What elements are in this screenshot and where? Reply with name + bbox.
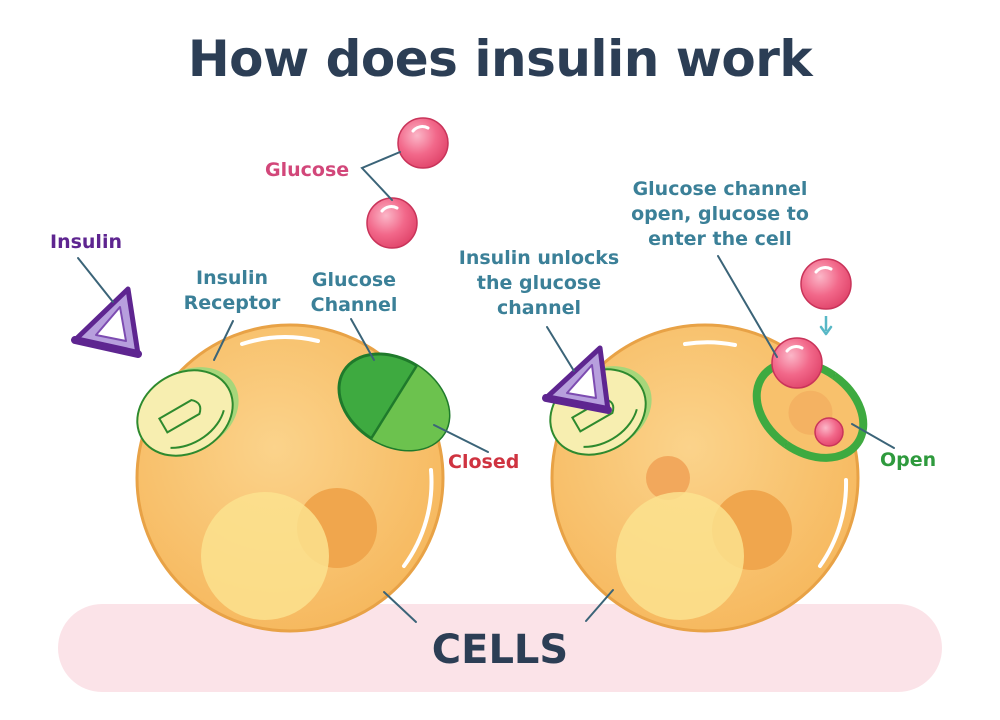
glucose-icon [397,117,449,169]
insulin-unlocks-label: Insulin unlocks the glucose channel [446,246,632,321]
insulin-receptor-label-line: Receptor [183,292,281,314]
insulin-icon [71,286,142,358]
right-cell-small-vesicle [646,456,690,500]
insulin-receptor-label: Insulin Receptor [172,266,292,316]
glucose-molecules-right [771,258,852,389]
insulin-unlocks-label-line: channel [496,297,582,319]
unlocks-leader [546,326,575,372]
leader-lines [77,151,895,623]
cells-leader-right [585,589,614,622]
glucose-icon [800,258,852,310]
channel-open-label-line: enter the cell [648,228,792,250]
glucose-channel-label: Glucose Channel [298,268,410,318]
closed-label: Closed [448,451,520,473]
open-leader [851,423,895,449]
right-cell-highlight-top [683,340,737,347]
channel-leader [350,318,375,361]
glucose-leader [360,151,401,201]
closed-leader [433,424,489,453]
down-arrow-icon [819,316,833,336]
glucose-molecules-top [366,117,449,249]
left-cell-highlight-top [240,335,320,346]
insulin-leader [77,257,114,303]
open-label: Open [880,449,937,471]
insulin-bound-icon [542,345,612,414]
left-cell-highlight-right [402,468,434,568]
glucose-icon [771,337,823,389]
right-cell-highlight-right [818,478,849,568]
glucose-icon [366,197,418,249]
glucose-channel-label-line: Channel [310,294,398,316]
glucose-entering-icon [814,417,844,447]
insulin-receptor-label-line: Insulin [196,267,268,289]
right-cell-vacuole [616,492,744,620]
receptor-leader [213,320,234,361]
cells-label: CELLS [431,627,569,673]
cells-leader-left [383,591,417,623]
channel-open-label: Glucose channel open, glucose to enter t… [614,177,826,252]
channel-open-label-line: Glucose channel [632,178,808,200]
glucose-label: Glucose [265,159,350,181]
insulin-label: Insulin [50,231,122,253]
insulin-receptor-icon [136,367,239,457]
left-cell-vacuole [201,492,329,620]
open-channel-leader [717,255,778,358]
glucose-channel-label-line: Glucose [311,269,397,291]
insulin-unlocks-label-line: Insulin unlocks [458,247,620,269]
glucose-channel-closed-icon [337,352,451,452]
insulin-unlocks-label-line: the glucose [476,272,602,294]
page-title: How does insulin work [187,30,813,88]
channel-open-label-line: open, glucose to [631,203,809,225]
